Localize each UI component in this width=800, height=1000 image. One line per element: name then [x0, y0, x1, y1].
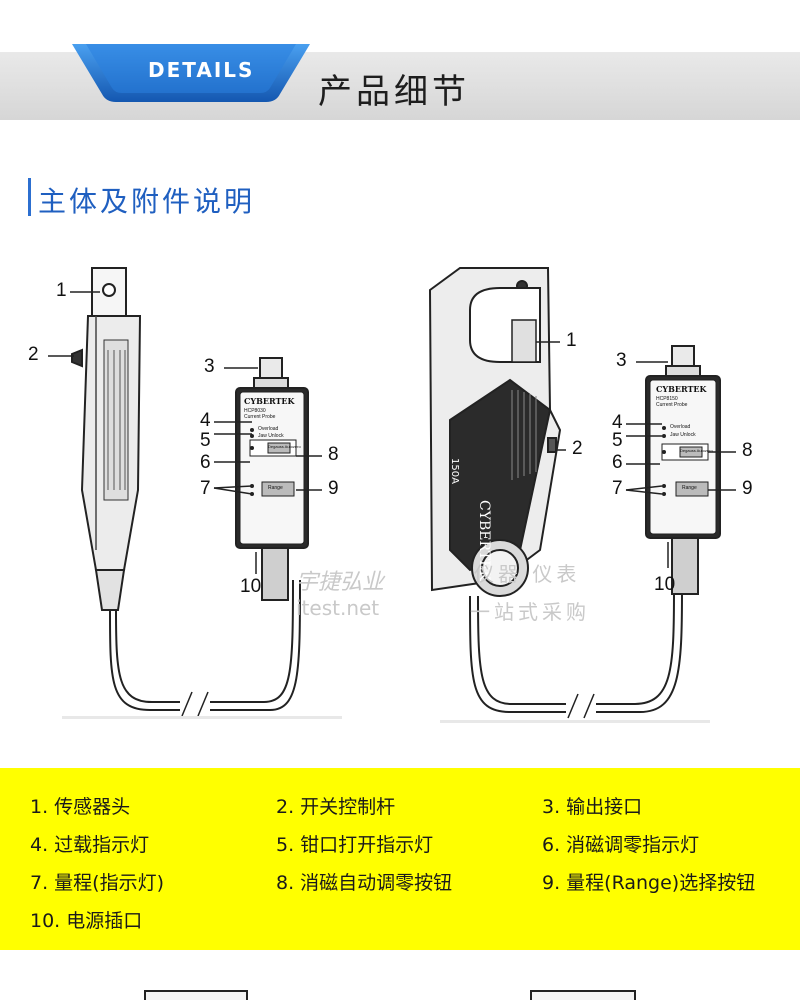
section-title: 主体及附件说明 [38, 185, 256, 218]
left-box-model: HCP8030 [244, 408, 266, 414]
legend-item-6: 6. 消磁调零指示灯 [542, 834, 700, 856]
right-box-degauss: Degauss Autozero [680, 448, 713, 453]
legend-item-4: 4. 过载指示灯 [30, 834, 150, 856]
left-callout-4: 4 [200, 410, 211, 431]
left-box-subtitle: Current Probe [244, 414, 276, 420]
left-box-degauss: Degauss Autozero [268, 444, 301, 449]
right-callout-7: 7 [612, 478, 623, 499]
watermark-cn-right-bottom: 一站式采购 [470, 600, 590, 624]
right-callout-9: 9 [742, 478, 753, 499]
left-probe [71, 267, 142, 611]
left-control-box [235, 357, 309, 601]
next-section-fragment-right [530, 990, 636, 1000]
left-callout-8: 8 [328, 444, 339, 465]
watermark-url: itest.net [296, 596, 380, 620]
product-diagram: CYBERTEK 150A CYBERTEK HCP8030 Current P… [0, 250, 800, 750]
clamp-rating-text: 150A [449, 458, 460, 484]
legend-item-7: 7. 量程(指示灯) [30, 872, 164, 894]
legend-item-10: 10. 电源插口 [30, 910, 143, 932]
left-callout-2: 2 [28, 344, 39, 365]
legend-item-3: 3. 输出接口 [542, 796, 643, 818]
left-callout-7: 7 [200, 478, 211, 499]
details-label: DETAILS [148, 58, 255, 82]
clamp-brand-text: CYBERTEK [476, 500, 492, 581]
right-box-model: HCP8150 [656, 396, 678, 402]
details-badge [72, 44, 310, 102]
legend-item-8: 8. 消磁自动调零按钮 [276, 872, 453, 894]
next-section-fragment-left [144, 990, 248, 1000]
diagram-drawing: CYBERTEK 150A [48, 267, 736, 723]
left-callout-5: 5 [200, 430, 211, 451]
right-callout-5: 5 [612, 430, 623, 451]
left-box-jaw: Jaw Unlock [258, 433, 284, 439]
right-callout-10: 10 [654, 574, 676, 595]
left-callout-6: 6 [200, 452, 211, 473]
right-box-brand: CYBERTEK [656, 384, 707, 394]
right-box-overload: Overload [670, 424, 691, 430]
right-callout-4: 4 [612, 412, 623, 433]
right-box-jaw: Jaw Unlock [670, 432, 696, 438]
left-box-brand: CYBERTEK [244, 396, 295, 406]
left-box-range: Range [268, 485, 283, 491]
left-box-overload: Overload [258, 426, 279, 432]
left-callout-9: 9 [328, 478, 339, 499]
right-callout-8: 8 [742, 440, 753, 461]
legend-item-9: 9. 量程(Range)选择按钮 [542, 872, 756, 894]
right-callout-1: 1 [566, 330, 577, 351]
watermark-cn-right-top: 仪器 仪表 [474, 562, 581, 586]
right-callout-3: 3 [616, 350, 627, 371]
left-callout-10: 10 [240, 576, 262, 597]
page-title: 产品细节 [318, 72, 470, 112]
right-callout-2: 2 [572, 438, 583, 459]
legend-panel: 1. 传感器头 2. 开关控制杆 3. 输出接口 4. 过载指示灯 5. 钳口打… [0, 768, 800, 950]
legend-item-1: 1. 传感器头 [30, 796, 131, 818]
left-callout-3: 3 [204, 356, 215, 377]
right-box-subtitle: Current Probe [656, 402, 688, 408]
watermark-cn-left: 宇捷弘业 [296, 570, 385, 595]
section-marker [28, 178, 31, 216]
right-probe [428, 267, 562, 597]
left-callout-1: 1 [56, 280, 67, 301]
legend-item-5: 5. 钳口打开指示灯 [276, 834, 434, 856]
legend-item-2: 2. 开关控制杆 [276, 796, 396, 818]
right-box-range: Range [682, 485, 697, 491]
right-control-box [645, 345, 721, 595]
right-callout-6: 6 [612, 452, 623, 473]
